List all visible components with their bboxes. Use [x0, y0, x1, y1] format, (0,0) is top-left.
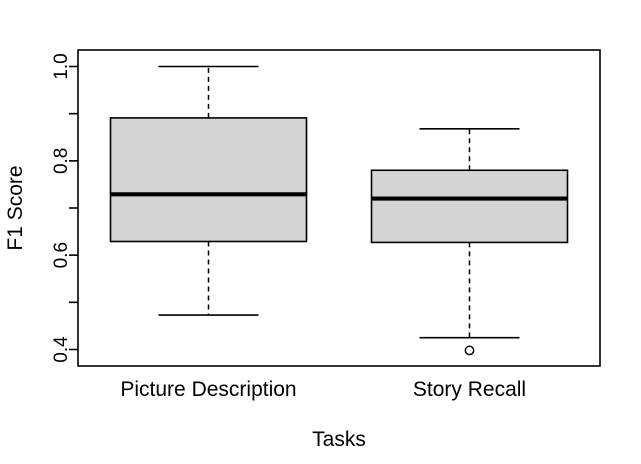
- y-tick-label: 0.8: [51, 148, 72, 174]
- outlier-point: [464, 345, 475, 356]
- y-axis-title: F1 Score: [4, 165, 27, 250]
- y-tick-label: 0.4: [51, 336, 72, 363]
- x-axis-category-label: Story Recall: [413, 378, 526, 401]
- box-iqr: [109, 117, 308, 243]
- boxplot-group: [370, 127, 569, 356]
- y-tick-label: 0.6: [51, 242, 72, 268]
- y-axis: 0.4 0.6 0.8 1.0: [51, 53, 78, 363]
- y-tick-label: 1.0: [51, 53, 72, 79]
- boxplot-group: [109, 65, 308, 316]
- box-iqr: [370, 169, 569, 244]
- box-series: [109, 65, 569, 356]
- x-axis-title: Tasks: [312, 428, 366, 451]
- x-axis-category-label: Picture Description: [120, 378, 296, 401]
- x-axis-category-labels: Picture Description Story Recall: [120, 378, 526, 401]
